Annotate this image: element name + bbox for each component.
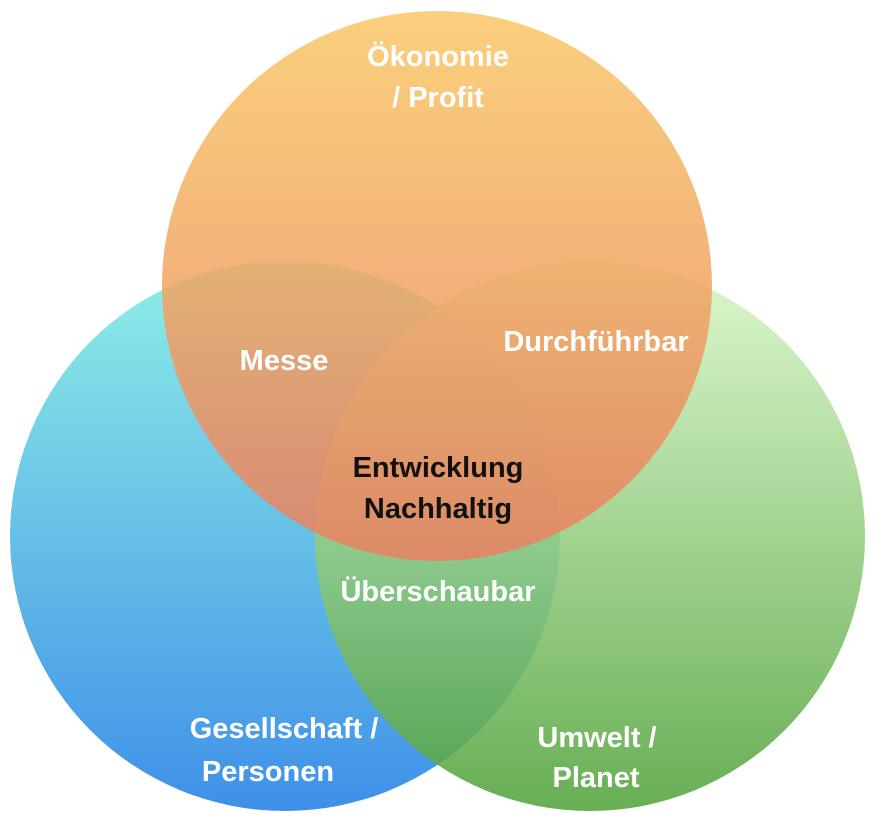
society-label-line2: Personen	[202, 756, 334, 788]
environment-label-line2: Planet	[552, 762, 639, 794]
center-label-line2: Nachhaltig	[364, 493, 512, 525]
intersection-economy-environment-label: Durchführbar	[503, 326, 688, 358]
economy-label-line1: Ökonomie	[367, 40, 509, 73]
economy-label-line2: / Profit	[392, 82, 484, 114]
intersection-economy-society-label: Messe	[240, 345, 329, 377]
environment-label-line1: Umwelt /	[537, 722, 656, 754]
society-label-line1: Gesellschaft /	[190, 713, 379, 745]
center-label-line1: Entwicklung	[353, 452, 524, 484]
intersection-society-environment-label: Überschaubar	[340, 575, 535, 608]
circle-economy	[162, 11, 712, 561]
